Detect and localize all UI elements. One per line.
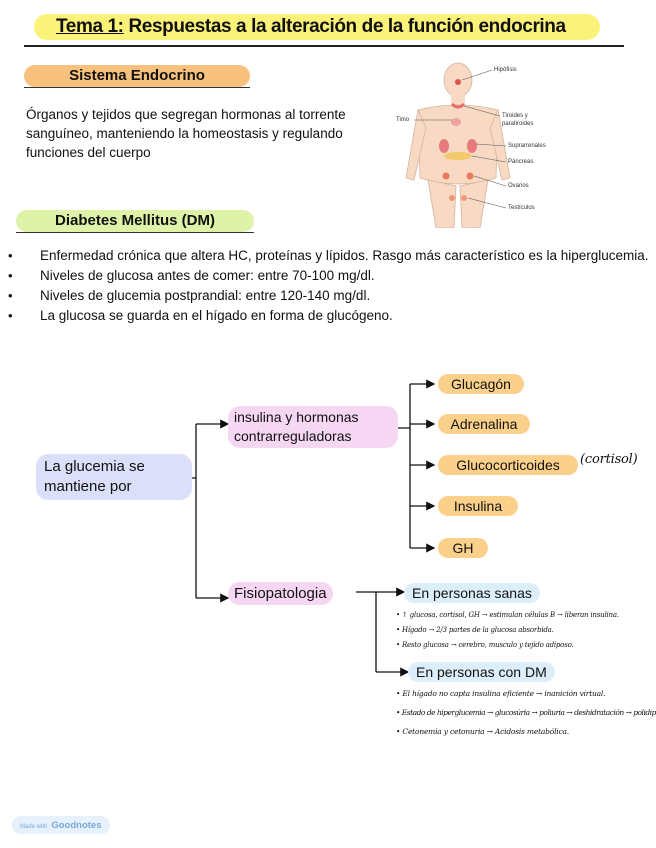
label-timo: Timo bbox=[396, 117, 410, 123]
diagram-branch-hormonas: insulina y hormonas contrarreguladoras bbox=[228, 406, 398, 448]
title-prefix: Tema 1: bbox=[56, 16, 124, 37]
hormone-glucocorticoides: Glucocorticoides bbox=[438, 455, 578, 475]
hipofisis-organ bbox=[455, 79, 461, 85]
note-dm-2: • Estado de hiperglucemia → glucosúria →… bbox=[396, 708, 656, 717]
label-personas-sanas: En personas sanas bbox=[404, 583, 540, 603]
section-heading-endocrino: Sistema Endocrino bbox=[24, 65, 250, 87]
note-dm-3: • Cetonemia y cetonuria → Acidosis metab… bbox=[396, 727, 569, 736]
note-sanas-3: • Resto glucosa → cerebro, musculo y tej… bbox=[396, 641, 574, 649]
list-item: •Niveles de glucemia postprandial: entre… bbox=[8, 288, 371, 303]
heading-underline-endocrino bbox=[24, 87, 250, 88]
label-pancreas: Páncreas bbox=[508, 159, 534, 165]
title-text: Respuestas a la alteración de la función… bbox=[123, 16, 566, 37]
page-title: Tema 1: Respuestas a la alteración de la… bbox=[56, 14, 566, 40]
brand-label: Goodnotes bbox=[51, 820, 102, 831]
endocrino-description: Órganos y tejidos que segregan hormonas … bbox=[26, 107, 346, 160]
note-sanas-1: • ↑ glucosa, cortisol, GH → estimulan cé… bbox=[396, 611, 619, 619]
title-rule bbox=[24, 45, 624, 47]
title-highlight bbox=[34, 14, 600, 40]
hormone-adrenalina: Adrenalina bbox=[438, 414, 530, 434]
list-item: •Enfermedad crónica que altera HC, prote… bbox=[8, 248, 649, 263]
body-silhouette-icon bbox=[405, 62, 511, 229]
label-ovarios: Ovarios bbox=[508, 183, 529, 189]
label-testiculos: Testículos bbox=[508, 205, 535, 211]
list-item: •La glucosa se guarda en el hígado en fo… bbox=[8, 308, 393, 323]
list-item: •Niveles de glucosa antes de comer: entr… bbox=[8, 268, 375, 283]
diagram-branch-fisiopatologia: Fisiopatologia bbox=[228, 582, 333, 605]
label-hipofisis: Hipófisis bbox=[494, 67, 517, 73]
diagram-root: La glucemia se mantiene por bbox=[36, 454, 192, 500]
section-heading-dm: Diabetes Mellitus (DM) bbox=[16, 210, 254, 232]
cortisol-note: (cortisol) bbox=[580, 452, 638, 467]
dm-bullet-list: •Enfermedad crónica que altera HC, prote… bbox=[0, 247, 650, 327]
label-tiroides: Tiroides y paratiroides bbox=[502, 113, 534, 127]
made-with-label: Made with bbox=[20, 824, 48, 830]
hormone-insulina: Insulina bbox=[438, 496, 518, 516]
note-sanas-2: • Hígado → 2/3 partes de la glucosa abso… bbox=[396, 626, 554, 634]
hormone-glucagon: Glucagón bbox=[438, 374, 524, 394]
label-suprarrenales: Suprarrenales bbox=[508, 143, 546, 149]
hormone-gh: GH bbox=[438, 538, 488, 558]
label-personas-dm: En personas con DM bbox=[408, 662, 555, 682]
endocrine-anatomy-figure: Hipófisis Timo Tiroides y paratiroides S… bbox=[388, 58, 568, 229]
note-dm-1: • El hígado no capta insulina eficiente … bbox=[396, 689, 606, 698]
heading-underline-dm bbox=[16, 232, 254, 233]
